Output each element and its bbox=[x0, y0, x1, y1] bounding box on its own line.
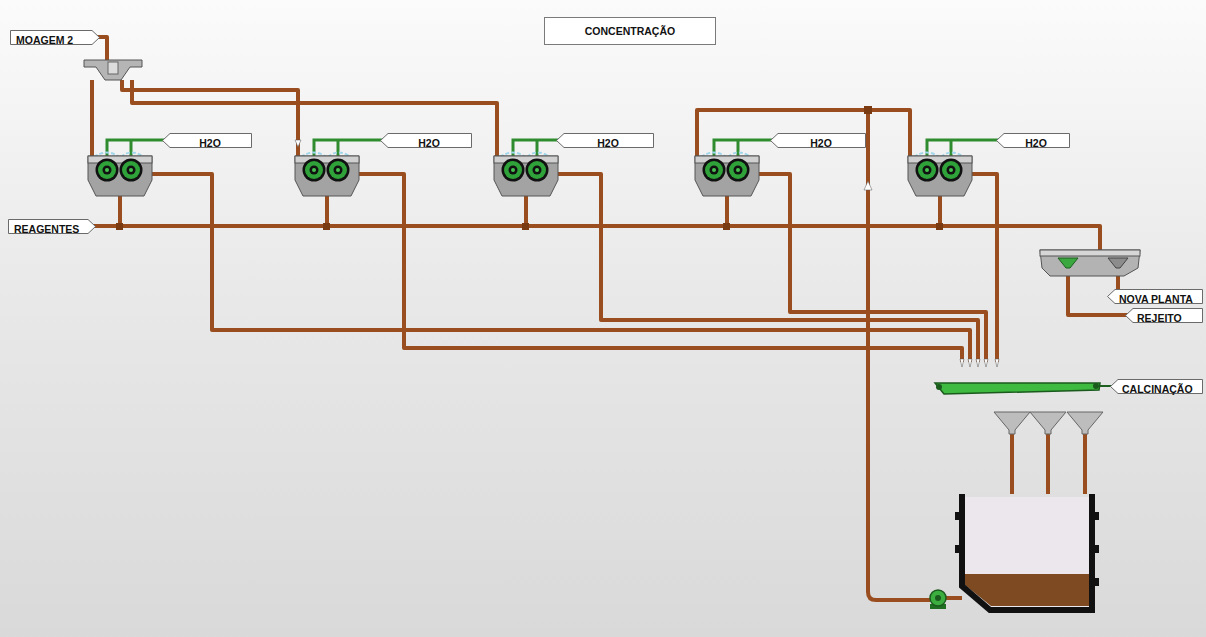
pump bbox=[930, 590, 946, 606]
feed-pipe bbox=[122, 80, 298, 157]
tag-label: REJEITO bbox=[1137, 311, 1182, 326]
funnel-pipe bbox=[1012, 434, 1085, 494]
separator bbox=[1040, 250, 1140, 276]
water-line bbox=[714, 140, 773, 158]
flow-arrow bbox=[984, 359, 988, 367]
tank-rib bbox=[1094, 578, 1099, 586]
separator bbox=[1040, 250, 1140, 256]
concentrate-pipe bbox=[359, 174, 962, 362]
stream-tag: H2O bbox=[996, 133, 1070, 148]
flow-arrow bbox=[295, 140, 999, 367]
separator-cone bbox=[1108, 258, 1128, 268]
water-line bbox=[107, 140, 165, 158]
pipe-junction bbox=[936, 223, 943, 230]
tank bbox=[955, 494, 1099, 610]
belt-filter bbox=[935, 383, 1100, 394]
pipe-junction bbox=[116, 106, 943, 230]
funnel bbox=[1067, 412, 1103, 434]
distributor bbox=[84, 60, 142, 80]
tag-label: H2O bbox=[199, 136, 221, 151]
funnel bbox=[994, 412, 1103, 434]
flotation-cell bbox=[695, 153, 759, 197]
concentrate-pipe bbox=[759, 174, 986, 362]
tank-interior bbox=[962, 497, 1092, 608]
distributor bbox=[84, 60, 142, 80]
concentrate-pipe bbox=[152, 174, 970, 362]
screen-title: CONCENTRAÇÃO bbox=[544, 17, 716, 45]
reagent-pipe bbox=[84, 226, 1100, 252]
flotation-cell bbox=[494, 153, 558, 197]
flow-arrow bbox=[968, 359, 972, 367]
tag-label: REAGENTES bbox=[14, 222, 79, 237]
pipe-junction bbox=[723, 223, 730, 230]
stream-tag: NOVA PLANTA bbox=[1107, 289, 1203, 304]
stream-tag: H2O bbox=[556, 133, 654, 148]
water-line bbox=[513, 140, 559, 158]
tank-wall bbox=[962, 494, 1092, 610]
pump bbox=[930, 590, 946, 609]
belt-roller bbox=[1093, 383, 1099, 389]
feed-pipe bbox=[90, 80, 94, 157]
stream-tag: H2O bbox=[770, 133, 866, 148]
feed-pipe bbox=[96, 37, 107, 60]
tag-label: H2O bbox=[1025, 136, 1047, 151]
separator bbox=[1040, 250, 1140, 276]
feed-pipe bbox=[132, 80, 497, 157]
tag-label: CALCINAÇÃO bbox=[1122, 382, 1193, 397]
distributor bbox=[108, 62, 118, 74]
reagent-pipe bbox=[120, 196, 940, 226]
stream-tag: REJEITO bbox=[1125, 308, 1203, 323]
stream-tag: REAGENTES bbox=[8, 219, 96, 234]
flow-arrow bbox=[864, 181, 872, 190]
concentrate-pipe bbox=[558, 174, 978, 362]
stream-tag: MOAGEM 2 bbox=[10, 30, 100, 45]
concentrate-pipe bbox=[972, 174, 997, 362]
tank-rib bbox=[955, 512, 960, 520]
pump bbox=[935, 595, 941, 601]
flotation-cell bbox=[295, 153, 359, 197]
flow-arrow bbox=[960, 359, 964, 367]
tank-rib bbox=[955, 545, 960, 553]
pipe-junction bbox=[522, 223, 529, 230]
tank-rib bbox=[1094, 545, 1099, 553]
flotation-cell bbox=[908, 153, 972, 197]
flotation-cell bbox=[88, 153, 152, 197]
stream-tag: H2O bbox=[380, 133, 472, 148]
tank-rib bbox=[955, 512, 1099, 586]
tag-label: H2O bbox=[418, 136, 440, 151]
belt-filter bbox=[935, 383, 1130, 394]
flow-arrow bbox=[295, 140, 301, 147]
separator-cone bbox=[1058, 258, 1078, 268]
feed-pipe bbox=[697, 110, 910, 157]
stream-tag: CALCINAÇÃO bbox=[1110, 379, 1203, 394]
tag-label: H2O bbox=[597, 136, 619, 151]
flow-arrow bbox=[976, 359, 980, 367]
belt-roller bbox=[936, 384, 942, 390]
funnel bbox=[994, 412, 1030, 434]
tag-label: NOVA PLANTA bbox=[1119, 292, 1193, 307]
stream-tag: H2O bbox=[162, 133, 252, 148]
pipe-junction bbox=[864, 106, 872, 114]
pipe-junction bbox=[323, 223, 330, 230]
tag-label: MOAGEM 2 bbox=[16, 33, 73, 48]
flow-arrow bbox=[995, 359, 999, 367]
tag-label: H2O bbox=[810, 136, 832, 151]
pipe-junction bbox=[116, 223, 123, 230]
funnel bbox=[1030, 412, 1066, 434]
tank-rib bbox=[1094, 512, 1099, 520]
